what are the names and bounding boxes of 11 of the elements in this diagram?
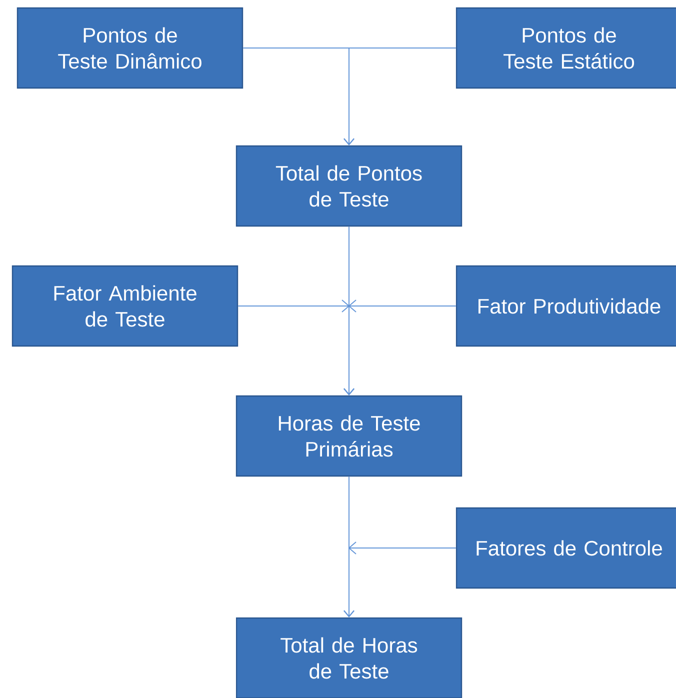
process-box: Total de Horas de Teste <box>236 617 462 698</box>
process-box: Pontos de Teste Estático <box>456 7 676 89</box>
process-box: Fator Produtividade <box>456 265 676 347</box>
process-box: Pontos de Teste Dinâmico <box>16 7 244 89</box>
arrow <box>344 300 456 396</box>
process-box: Fatores de Controle <box>456 507 676 589</box>
process-box: Fator Ambiente de Teste <box>12 265 238 347</box>
process-box: Horas de Teste Primárias <box>236 395 462 477</box>
arrow <box>344 542 456 618</box>
arrow <box>344 48 456 146</box>
process-box: Total de Pontos de Teste <box>236 145 462 227</box>
